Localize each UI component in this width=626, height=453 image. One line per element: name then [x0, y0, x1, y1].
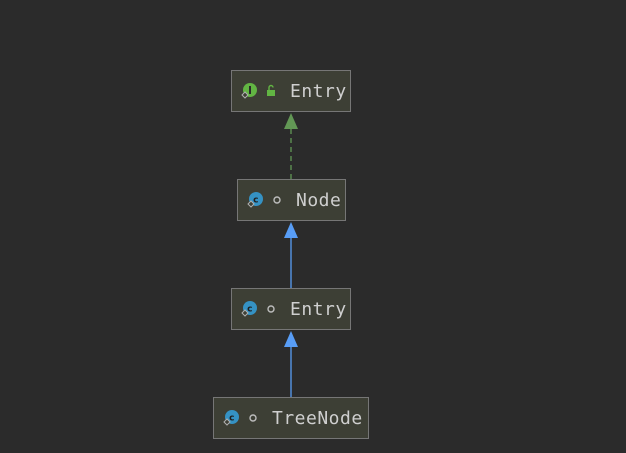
class-icon: c	[246, 191, 264, 209]
svg-text:c: c	[229, 414, 235, 424]
node-label: TreeNode	[272, 407, 363, 429]
interface-icon	[240, 82, 258, 100]
edge-implements-node-entry	[284, 113, 298, 179]
node-entry-interface[interactable]: Entry	[231, 70, 351, 112]
unlock-icon	[264, 84, 278, 98]
node-label: Node	[296, 189, 342, 211]
class-icon: c	[240, 300, 258, 318]
package-private-icon	[246, 411, 260, 425]
node-entry-class[interactable]: c Entry	[231, 288, 351, 330]
edge-extends-entry-node	[284, 222, 298, 288]
edge-extends-treenode-entry	[284, 331, 298, 397]
node-label: Entry	[290, 298, 347, 320]
package-private-icon	[270, 193, 284, 207]
package-private-icon	[264, 302, 278, 316]
svg-text:c: c	[253, 196, 259, 206]
node-treenode-class[interactable]: c TreeNode	[213, 397, 369, 439]
class-icon: c	[222, 409, 240, 427]
node-node-class[interactable]: c Node	[237, 179, 346, 221]
node-label: Entry	[290, 80, 347, 102]
svg-text:c: c	[247, 305, 253, 315]
